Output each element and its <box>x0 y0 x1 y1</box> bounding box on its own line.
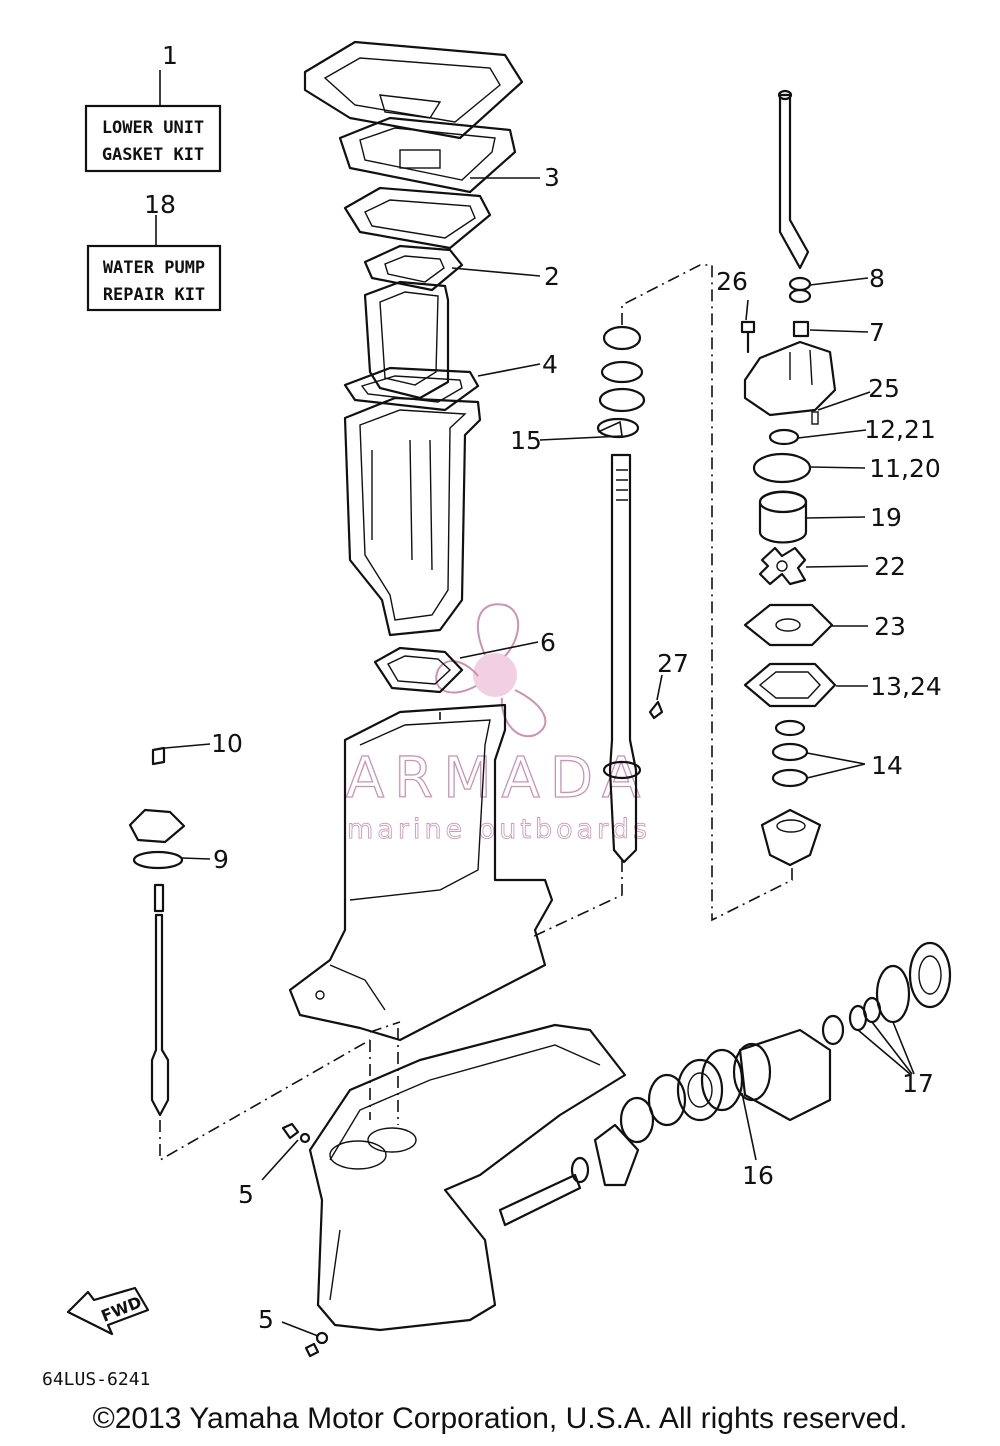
pump-housing <box>743 340 837 417</box>
assembly-lines <box>159 264 793 1162</box>
muffler <box>363 280 450 400</box>
fwd-arrow-icon: FWD <box>66 1286 150 1336</box>
callout-5-lower: 5 <box>258 1305 274 1334</box>
callout-3: 3 <box>544 163 560 192</box>
diagram-code: 64LUS-6241 <box>42 1369 150 1390</box>
drive-shaft-seal-stack <box>596 325 646 439</box>
watermark-subtitle: marine outboards <box>347 814 651 845</box>
callout-12-21: 12,21 <box>864 415 936 444</box>
gasket-4 <box>343 366 480 412</box>
callout-4: 4 <box>542 350 558 379</box>
watermark-name: ARMADA <box>346 746 650 811</box>
insert-7 <box>792 320 810 338</box>
callout-26: 26 <box>716 267 748 296</box>
gearcase-housing <box>308 1023 627 1332</box>
gasket-kit-line1: LOWER UNIT <box>102 118 204 138</box>
callout-1: 1 <box>162 41 178 70</box>
parts-diagram: ARMADA marine outboards LOWER UNIT GASKE… <box>42 40 952 1390</box>
gasket-kit-box: LOWER UNIT GASKET KIT 1 <box>84 41 222 173</box>
callout-8: 8 <box>869 264 885 293</box>
seal-6 <box>373 646 464 694</box>
callout-10: 10 <box>211 729 243 758</box>
callout-9: 9 <box>213 845 229 874</box>
impeller-22 <box>758 546 807 586</box>
callout-17: 17 <box>902 1069 934 1098</box>
upper-casing-assembly <box>343 396 482 637</box>
callout-7: 7 <box>869 318 885 347</box>
callout-14: 14 <box>871 751 903 780</box>
oil-seals-14 <box>771 719 809 788</box>
callout-6: 6 <box>540 628 556 657</box>
callout-22: 22 <box>874 552 906 581</box>
callout-16: 16 <box>742 1161 774 1190</box>
callout-11-20: 11,20 <box>869 454 941 483</box>
leader-lines <box>164 177 915 1337</box>
gasket-3 <box>338 116 517 194</box>
propeller-logo-icon <box>435 603 547 738</box>
o-ring-11-20 <box>752 452 812 484</box>
callout-5-upper: 5 <box>238 1180 254 1209</box>
callout-13-24: 13,24 <box>870 672 942 701</box>
gasket-2 <box>363 244 464 292</box>
water-pump-kit-line2: REPAIR KIT <box>103 285 205 305</box>
pin-25 <box>811 411 819 425</box>
drive-shaft <box>602 453 642 864</box>
exhaust-guide-plate <box>303 40 524 140</box>
water-pump-kit-box: WATER PUMP REPAIR KIT 18 <box>86 190 222 312</box>
oil-seal-housing <box>760 808 822 867</box>
callout-numbers: 3 2 4 15 6 27 10 9 26 8 7 25 12,21 11,20… <box>211 163 942 1334</box>
bolt-26 <box>740 320 756 354</box>
callout-25: 25 <box>868 374 900 403</box>
drain-screw-lower <box>304 1331 329 1358</box>
drain-screw-upper <box>281 1122 311 1144</box>
o-ring-12-21 <box>768 428 800 446</box>
lower-casing <box>288 703 554 1042</box>
insert-cartridge-19 <box>758 490 808 544</box>
callout-18: 18 <box>144 190 176 219</box>
water-pump-kit-line1: WATER PUMP <box>103 258 205 278</box>
copyright-notice: ©2013 Yamaha Motor Corporation, U.S.A. A… <box>92 1402 908 1435</box>
callout-19: 19 <box>870 503 902 532</box>
key-27 <box>648 700 664 720</box>
grommet-8 <box>788 276 812 304</box>
callout-23: 23 <box>874 612 906 641</box>
oil-pan-plate <box>343 186 492 250</box>
gasket-13-24 <box>743 662 837 708</box>
shift-rod-assembly <box>128 746 186 1117</box>
callout-15: 15 <box>510 426 542 455</box>
outer-plate-23 <box>743 603 834 647</box>
callout-27: 27 <box>657 649 689 678</box>
armada-watermark: ARMADA marine outboards <box>345 603 651 845</box>
gasket-kit-line2: GASKET KIT <box>102 145 204 165</box>
propeller-shaft-assembly <box>498 941 952 1227</box>
cooling-water-tube <box>777 89 810 270</box>
callout-2: 2 <box>544 262 560 291</box>
